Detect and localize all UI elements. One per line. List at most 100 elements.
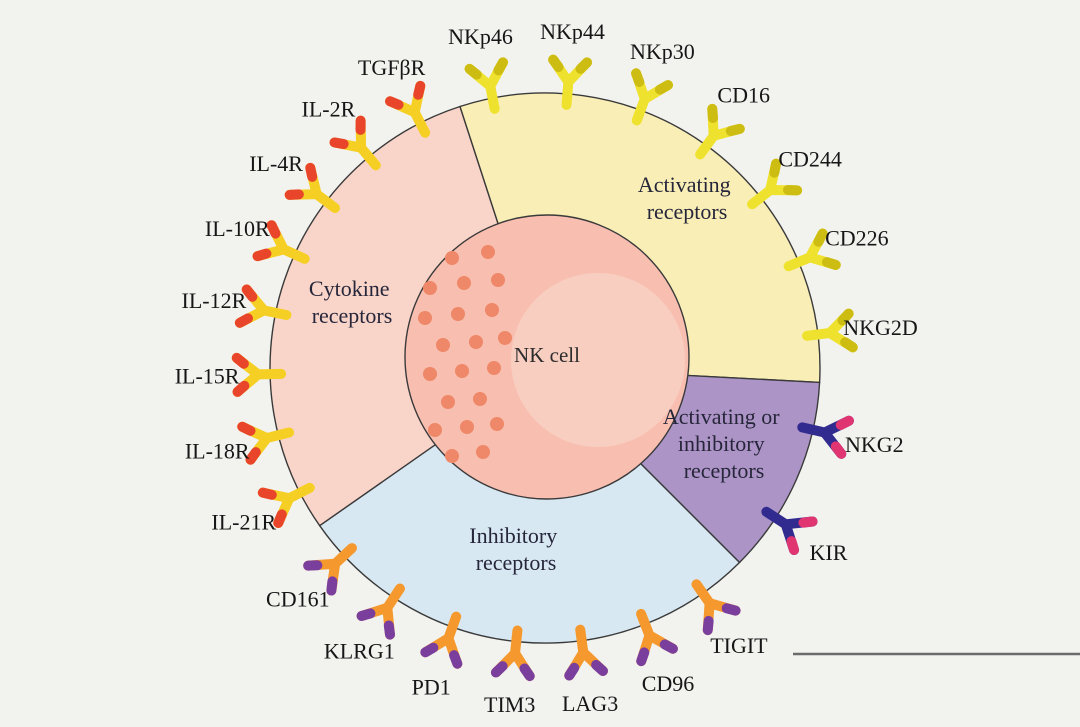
receptor-label-NKp46: NKp46 xyxy=(448,24,513,49)
receptor-label-LAG3: LAG3 xyxy=(562,691,618,716)
receptor-tip xyxy=(356,608,395,640)
receptor-icon-LAG3 xyxy=(564,624,608,681)
granule-dot xyxy=(428,423,442,437)
receptor-icon-CD244 xyxy=(747,158,803,210)
granule-dot xyxy=(469,335,483,349)
receptor-tip xyxy=(631,68,673,95)
sector-cytokine xyxy=(269,105,546,527)
receptor-icon-KIR xyxy=(761,506,818,555)
receptor-tip xyxy=(464,57,508,80)
receptor-icon-CD161 xyxy=(303,543,357,596)
granule-dot xyxy=(481,245,495,259)
receptor-tip xyxy=(813,228,841,270)
receptor-tip xyxy=(830,415,854,459)
receptor-label-KIR: KIR xyxy=(810,540,848,565)
receptor-icon-CD96 xyxy=(636,608,678,667)
receptor-tip xyxy=(636,639,678,667)
receptor-tip xyxy=(257,487,287,528)
granule-dot xyxy=(490,417,504,431)
receptor-icon-TIGIT xyxy=(691,579,741,636)
receptor-label-IL-12R: IL-12R xyxy=(182,288,247,313)
receptor-icon-KLRG1 xyxy=(356,583,405,640)
receptor-tip xyxy=(385,80,426,110)
nk-cell-label: NK cell xyxy=(514,343,580,367)
receptor-label-CD244: CD244 xyxy=(778,146,842,171)
granule-dot xyxy=(476,445,490,459)
granule-dot xyxy=(485,303,499,317)
receptor-icon-IL-21R xyxy=(257,482,315,528)
receptor-label-IL-2R: IL-2R xyxy=(302,97,356,122)
granule-dot xyxy=(423,367,437,381)
receptor-tip xyxy=(769,158,803,196)
receptor-icon-NKp44 xyxy=(548,54,593,110)
receptor-label-NKp44: NKp44 xyxy=(540,19,605,44)
receptor-icon-IL-2R xyxy=(329,115,381,171)
receptor-tip xyxy=(564,659,608,681)
receptor-tip xyxy=(420,642,463,669)
receptor-tip xyxy=(252,220,281,262)
receptor-icon-IL-12R xyxy=(234,284,292,328)
receptor-icon-IL-10R xyxy=(252,220,310,264)
granule-dot xyxy=(441,395,455,409)
receptor-tip xyxy=(490,661,535,682)
receptor-tip xyxy=(707,103,745,136)
receptors-layer: TGFβRIL-2RIL-4RIL-10RIL-12RIL-15RIL-18RI… xyxy=(175,19,918,717)
receptor-tip xyxy=(548,54,593,74)
granule-dot xyxy=(423,281,437,295)
receptor-icon-TGFβR xyxy=(385,80,431,138)
receptor-icon-NKG2 xyxy=(797,415,854,459)
granule-dot xyxy=(460,420,474,434)
receptor-label-CD161: CD161 xyxy=(266,587,330,612)
receptor-label-CD226: CD226 xyxy=(825,226,889,251)
receptor-label-NKG2D: NKG2D xyxy=(843,315,918,340)
labels-layer: Cytokine receptors Activating receptors … xyxy=(309,172,785,575)
receptor-tip xyxy=(303,560,338,596)
granule-dot xyxy=(455,364,469,378)
receptor-icon-TIM3 xyxy=(490,625,535,682)
receptor-icon-CD226 xyxy=(783,228,841,272)
receptor-tip xyxy=(702,603,741,636)
granule-dot xyxy=(445,449,459,463)
receptor-icon-IL-15R xyxy=(231,352,287,397)
receptor-icon-CD16 xyxy=(695,103,745,160)
receptor-label-IL-10R: IL-10R xyxy=(205,216,270,241)
receptor-icon-IL-18R xyxy=(237,421,295,465)
receptor-label-PD1: PD1 xyxy=(412,674,451,699)
receptor-tip xyxy=(786,516,818,555)
granule-dot xyxy=(418,311,432,325)
receptor-label-CD16: CD16 xyxy=(717,83,770,108)
receptor-label-IL-4R: IL-4R xyxy=(249,151,303,176)
granule-dot xyxy=(491,273,505,287)
receptor-label-NKp30: NKp30 xyxy=(630,39,695,64)
receptor-tip xyxy=(237,421,261,465)
nk-cell-nucleus xyxy=(511,273,685,447)
sector-label-activating: Activating receptors xyxy=(638,172,736,224)
receptor-label-CD96: CD96 xyxy=(642,671,695,696)
receptor-tip xyxy=(284,162,318,200)
cell-layer xyxy=(404,214,690,500)
receptor-label-IL-15R: IL-15R xyxy=(175,364,240,389)
receptor-label-NKG2: NKG2 xyxy=(845,432,904,457)
receptor-label-IL-21R: IL-21R xyxy=(211,509,276,534)
receptor-label-KLRG1: KLRG1 xyxy=(324,638,395,663)
granule-dot xyxy=(487,361,501,375)
receptor-tip xyxy=(234,284,258,328)
granule-dot xyxy=(498,331,512,345)
sector-label-cytokine: Cytokine receptors xyxy=(309,276,395,328)
receptor-icon-PD1 xyxy=(420,611,463,669)
receptor-icon-NKp46 xyxy=(464,57,508,114)
granule-dot xyxy=(445,251,459,265)
sector-label-inhibitory: Inhibitory receptors xyxy=(469,523,563,575)
receptor-label-TIM3: TIM3 xyxy=(484,692,535,717)
sector-label-activating-or-inhibitory: Activating or inhibitory receptors xyxy=(663,404,785,483)
granule-dot xyxy=(451,307,465,321)
granule-dot xyxy=(436,338,450,352)
granule-dot xyxy=(473,392,487,406)
receptor-tip xyxy=(837,308,858,353)
receptor-icon-NKG2D xyxy=(802,308,858,353)
receptor-icon-IL-4R xyxy=(284,162,340,214)
receptor-label-TGFβR: TGFβR xyxy=(358,55,426,80)
receptor-tip xyxy=(329,115,366,150)
granule-dot xyxy=(457,276,471,290)
